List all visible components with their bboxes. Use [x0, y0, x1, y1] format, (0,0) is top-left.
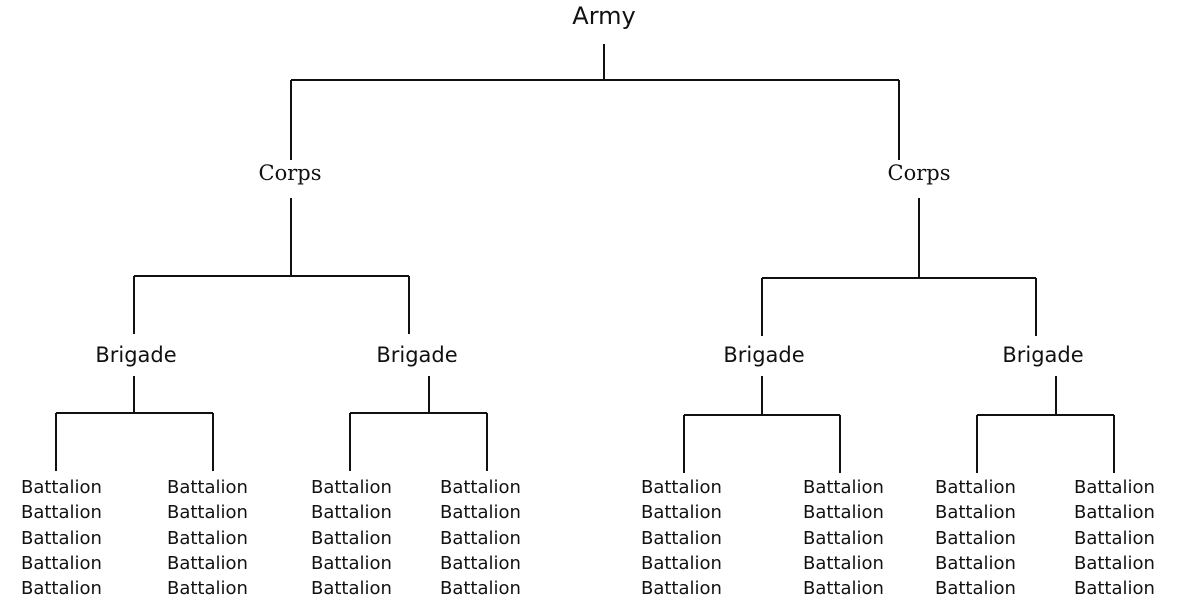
battalion-node: Battalion	[440, 552, 521, 574]
battalion-node: Battalion	[1074, 527, 1155, 549]
battalion-node: Battalion	[641, 477, 722, 498]
battalion-node: Battalion	[803, 552, 884, 574]
battalion-list: Battalion Battalion Battalion Battalion …	[803, 475, 884, 601]
battalion-node: Battalion	[935, 477, 1016, 498]
brigade-node: Brigade	[723, 343, 805, 367]
battalion-node: Battalion	[641, 502, 722, 524]
battalion-node: Battalion	[167, 502, 248, 524]
battalion-node: Battalion	[21, 552, 102, 574]
battalion-node: Battalion	[311, 527, 392, 549]
battalion-node: Battalion	[311, 552, 392, 574]
battalion-node: Battalion	[1074, 552, 1155, 574]
battalion-node: Battalion	[440, 578, 521, 600]
battalion-node: Battalion	[167, 552, 248, 574]
battalion-node: Battalion	[440, 477, 521, 498]
battalion-node: Battalion	[935, 552, 1016, 574]
battalion-node: Battalion	[21, 502, 102, 524]
battalion-node: Battalion	[1074, 477, 1155, 498]
battalion-node: Battalion	[167, 477, 248, 498]
battalion-node: Battalion	[641, 527, 722, 549]
battalion-list: Battalion Battalion Battalion Battalion …	[440, 475, 521, 601]
battalion-node: Battalion	[311, 578, 392, 600]
battalion-node: Battalion	[803, 578, 884, 600]
battalion-node: Battalion	[1074, 502, 1155, 524]
battalion-node: Battalion	[311, 502, 392, 524]
battalion-node: Battalion	[803, 527, 884, 549]
battalion-node: Battalion	[167, 578, 248, 600]
corps-node-right: Corps	[887, 161, 951, 185]
battalion-node: Battalion	[803, 477, 884, 498]
battalion-node: Battalion	[641, 578, 722, 600]
army-node: Army	[572, 2, 636, 30]
battalion-node: Battalion	[935, 527, 1016, 549]
battalion-list: Battalion Battalion Battalion Battalion …	[167, 475, 248, 601]
brigade-node: Brigade	[95, 343, 177, 367]
corps-node-left: Corps	[258, 161, 322, 185]
battalion-node: Battalion	[440, 502, 521, 524]
battalion-node: Battalion	[935, 578, 1016, 600]
brigade-node: Brigade	[376, 343, 458, 367]
battalion-list: Battalion Battalion Battalion Battalion …	[641, 475, 722, 601]
battalion-node: Battalion	[935, 502, 1016, 524]
battalion-node: Battalion	[21, 578, 102, 600]
battalion-list: Battalion Battalion Battalion Battalion …	[935, 475, 1016, 601]
brigade-node: Brigade	[1002, 343, 1084, 367]
battalion-node: Battalion	[803, 502, 884, 524]
battalion-list: Battalion Battalion Battalion Battalion …	[21, 475, 102, 601]
battalion-list: Battalion Battalion Battalion Battalion …	[311, 475, 392, 601]
battalion-node: Battalion	[21, 527, 102, 549]
battalion-node: Battalion	[440, 527, 521, 549]
battalion-node: Battalion	[21, 477, 102, 498]
battalion-node: Battalion	[1074, 578, 1155, 600]
battalion-node: Battalion	[641, 552, 722, 574]
battalion-node: Battalion	[311, 477, 392, 498]
battalion-list: Battalion Battalion Battalion Battalion …	[1074, 475, 1155, 601]
battalion-node: Battalion	[167, 527, 248, 549]
